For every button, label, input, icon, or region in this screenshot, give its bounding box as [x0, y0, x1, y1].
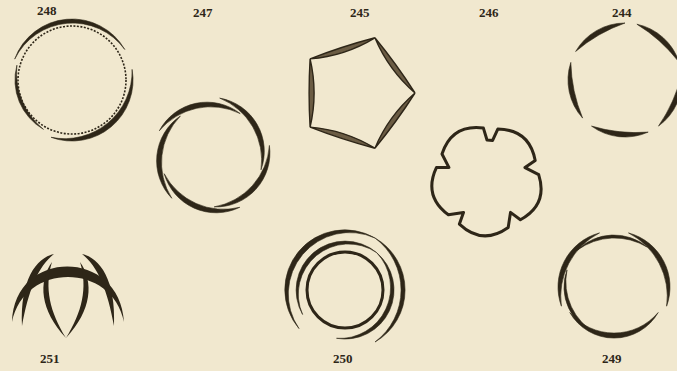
figure-number: 250: [333, 352, 353, 365]
petal-outline: [18, 26, 126, 134]
figure-number: 244: [612, 6, 632, 19]
induplicate-outline: [432, 128, 541, 236]
valvate-petal: [309, 59, 314, 127]
petal-crescent: [51, 69, 133, 141]
petal-crescent: [659, 74, 677, 126]
petal-crescent: [157, 116, 181, 198]
valvate-petal: [310, 38, 375, 59]
petal-crescent: [629, 233, 670, 306]
petal-crescent: [375, 238, 405, 342]
petal-crescent: [576, 23, 625, 52]
petal-crescent: [164, 174, 240, 213]
petal-crescent: [15, 19, 125, 59]
inner-ring: [307, 252, 383, 328]
wing-petal: [22, 254, 54, 326]
petal-crescent: [592, 126, 649, 137]
petal-crescent: [220, 98, 265, 170]
figure-number: 246: [479, 6, 499, 19]
valvate-petal: [375, 38, 415, 93]
petal-crescent: [337, 253, 395, 340]
petal-crescent: [15, 65, 44, 129]
figure-number: 248: [37, 4, 57, 17]
petal-crescent: [214, 145, 270, 207]
figure-number: 249: [602, 352, 622, 365]
petal-crescent: [564, 270, 597, 334]
petal-crescent: [637, 24, 677, 62]
keel-petal: [43, 262, 66, 338]
valvate-petal: [375, 93, 415, 148]
figure-number: 245: [350, 6, 370, 19]
petal-crescent: [568, 62, 583, 118]
valvate-petal: [310, 127, 375, 148]
figure-number: 247: [193, 6, 213, 19]
figure-number: 251: [40, 352, 60, 365]
petal-crescent: [577, 235, 647, 250]
keel-petal: [66, 262, 89, 338]
petal-crescent: [159, 102, 240, 131]
